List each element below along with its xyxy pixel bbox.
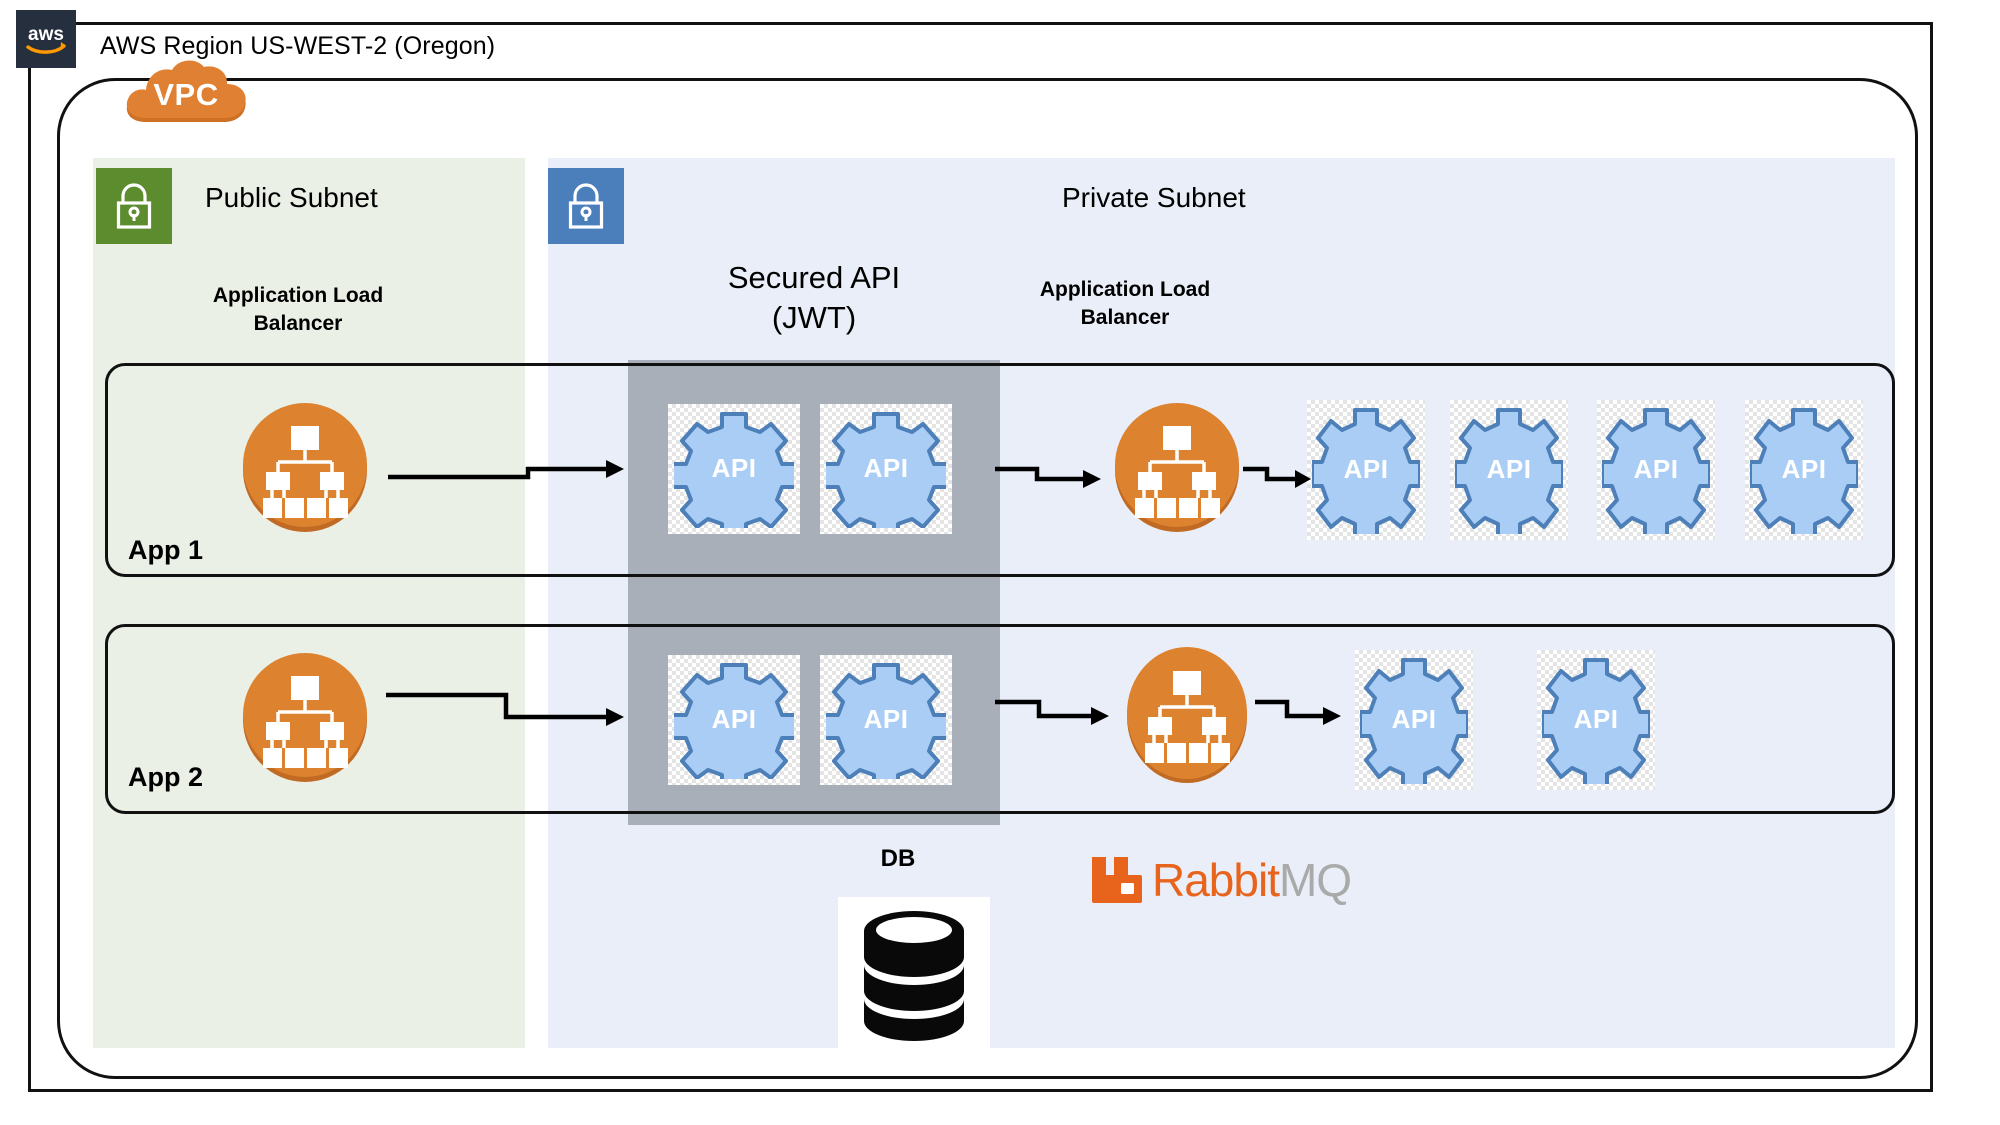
app-1-private-api-1[interactable]: API [1307,400,1425,540]
app-2-label: App 2 [128,762,204,792]
app-2-private-alb-icon[interactable] [1120,645,1254,785]
public-subnet-title: Public Subnet [205,182,378,213]
database-label: DB [880,845,916,872]
private-subnet-title: Private Subnet [1062,182,1246,213]
app-2-private-api-1[interactable]: API [1355,650,1473,790]
app-2-arrow-private-alb-to-apis [1255,690,1345,734]
app-1-row-container [105,363,1895,577]
aws-region-title: AWS Region US-WEST-2 (Oregon) [100,32,496,60]
app-2-arrow-secured-to-private-alb [995,690,1115,734]
app-1-private-api-2[interactable]: API [1450,400,1568,540]
app-1-secured-api-2[interactable]: API [820,404,952,534]
private-alb-caption: Application Load Balancer [1020,276,1230,333]
secured-api-caption-line1: Secured API [727,260,901,295]
app-1-arrow-secured-to-private-alb [995,455,1105,491]
secured-api-caption: Secured API (JWT) [628,258,1000,339]
app-2-row-container [105,624,1895,814]
public-alb-caption-line1: Application Load [212,284,384,307]
rabbitmq-name-part1: Rabbit [1152,854,1280,906]
app-1-arrow-public-to-secured [388,455,628,491]
rabbitmq-logo[interactable]: RabbitMQ [1090,854,1352,906]
public-subnet-lock-icon [96,168,172,244]
database-icon[interactable] [838,897,990,1057]
app-1-public-alb-icon[interactable] [238,400,372,534]
app-1-arrow-private-alb-to-apis [1243,455,1315,491]
app-1-private-api-4[interactable]: API [1745,400,1863,540]
app-2-arrow-public-to-secured [386,680,628,732]
app-1-private-alb-icon[interactable] [1110,400,1244,534]
secured-api-caption-line2: (JWT) [771,300,857,336]
rabbitmq-logo-icon [1090,855,1142,905]
svg-text:aws: aws [28,24,64,45]
rabbitmq-wordmark: RabbitMQ [1152,854,1352,906]
private-subnet-lock-icon [548,168,624,244]
private-alb-caption-line2: Balancer [1080,306,1170,330]
app-1-secured-api-1[interactable]: API [668,404,800,534]
vpc-cloud-icon: VPC [122,60,250,126]
public-alb-caption-line2: Balancer [253,312,343,336]
app-1-private-api-3[interactable]: API [1597,400,1715,540]
public-subnet-band [93,158,525,1048]
rabbitmq-name-part2: MQ [1278,854,1352,906]
public-alb-caption: Application Load Balancer [193,282,403,339]
app-1-label: App 1 [128,535,204,565]
app-2-secured-api-2[interactable]: API [820,655,952,785]
app-2-public-alb-icon[interactable] [238,650,372,784]
app-2-secured-api-1[interactable]: API [668,655,800,785]
private-alb-caption-line1: Application Load [1039,278,1211,301]
app-2-private-api-2[interactable]: API [1537,650,1655,790]
aws-logo-icon: aws [16,10,76,68]
